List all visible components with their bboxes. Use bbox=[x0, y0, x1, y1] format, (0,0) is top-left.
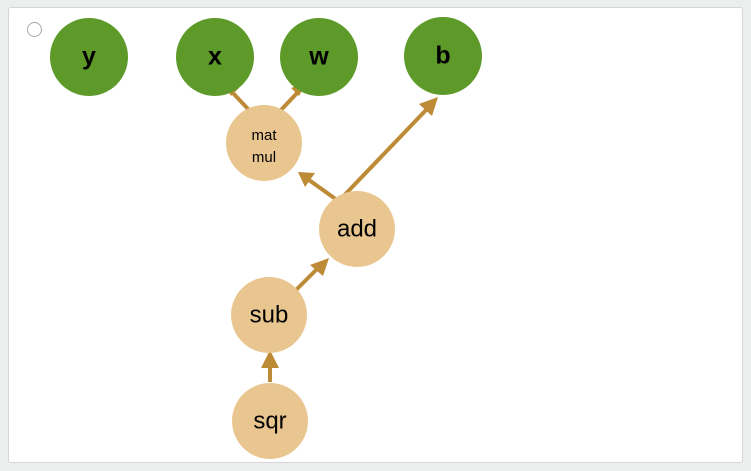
graph-node-y[interactable]: y bbox=[50, 18, 128, 96]
graph-node-sqr[interactable]: sqr bbox=[232, 383, 308, 459]
graph-node-b[interactable]: b bbox=[404, 17, 482, 95]
edge-sqr-to-sub bbox=[261, 350, 279, 382]
graph-node-x[interactable]: x bbox=[176, 18, 254, 96]
graph-node-matmul[interactable]: mat mul bbox=[226, 105, 302, 181]
node-layer: y x w b bbox=[50, 17, 482, 459]
edge-add-to-b bbox=[332, 97, 438, 208]
graph-svg: y x w b bbox=[50, 17, 482, 459]
graph-canvas[interactable]: y x w b bbox=[8, 7, 743, 463]
edge-add-to-matmul bbox=[298, 172, 339, 202]
radio-toggle-icon[interactable] bbox=[27, 22, 42, 37]
graph-node-sub[interactable]: sub bbox=[231, 277, 307, 353]
graph-node-add[interactable]: add bbox=[319, 191, 395, 267]
edge-sub-to-add bbox=[294, 258, 329, 292]
graph-node-w[interactable]: w bbox=[280, 18, 358, 96]
